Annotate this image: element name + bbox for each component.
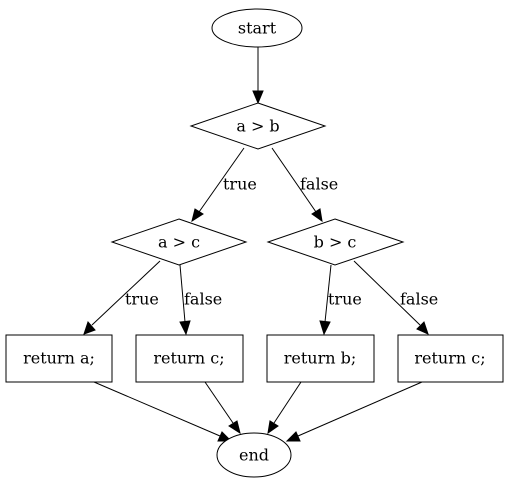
edge-b-gt-c-true: true: [319, 264, 362, 336]
edge-start-to-a-gt-b: [252, 47, 264, 105]
node-return-a-label: return a;: [23, 349, 95, 368]
node-start: start: [211, 8, 303, 48]
edge-b-gt-c-false: false: [353, 260, 438, 335]
edge-return-c-left-to-end: [204, 381, 241, 435]
edge-label-false: false: [184, 290, 222, 309]
node-end-label: end: [239, 446, 269, 465]
node-b-gt-c: b > c: [266, 218, 405, 266]
edge-label-false: false: [400, 290, 438, 309]
edge-return-c-right-to-end: [285, 381, 423, 442]
node-return-a: return a;: [5, 334, 113, 383]
edge-label-true: true: [223, 175, 257, 194]
edge-a-gt-b-false: false: [271, 147, 338, 223]
edge-label-false: false: [300, 175, 338, 194]
edge-return-b-to-end: [267, 381, 302, 435]
edge-label-true: true: [328, 290, 362, 309]
edge-label-true: true: [125, 290, 159, 309]
node-return-c-left-label: return c;: [153, 349, 224, 368]
node-a-gt-b: a > b: [189, 102, 327, 150]
node-a-gt-c: a > c: [110, 218, 248, 266]
node-start-label: start: [238, 19, 277, 38]
node-return-b: return b;: [266, 334, 375, 383]
edge-a-gt-c-false: false: [179, 264, 222, 336]
node-a-gt-b-label: a > b: [236, 117, 279, 136]
node-return-c-left: return c;: [135, 334, 244, 383]
node-return-b-label: return b;: [284, 349, 357, 368]
node-b-gt-c-label: b > c: [314, 233, 357, 252]
node-return-c-right-label: return c;: [414, 349, 485, 368]
node-end: end: [216, 432, 292, 478]
edge-return-a-to-end: [93, 381, 233, 442]
edge-a-gt-b-true: true: [191, 147, 257, 223]
edge-a-gt-c-true: true: [83, 260, 161, 335]
node-a-gt-c-label: a > c: [158, 233, 200, 252]
node-return-c-right: return c;: [397, 334, 504, 383]
